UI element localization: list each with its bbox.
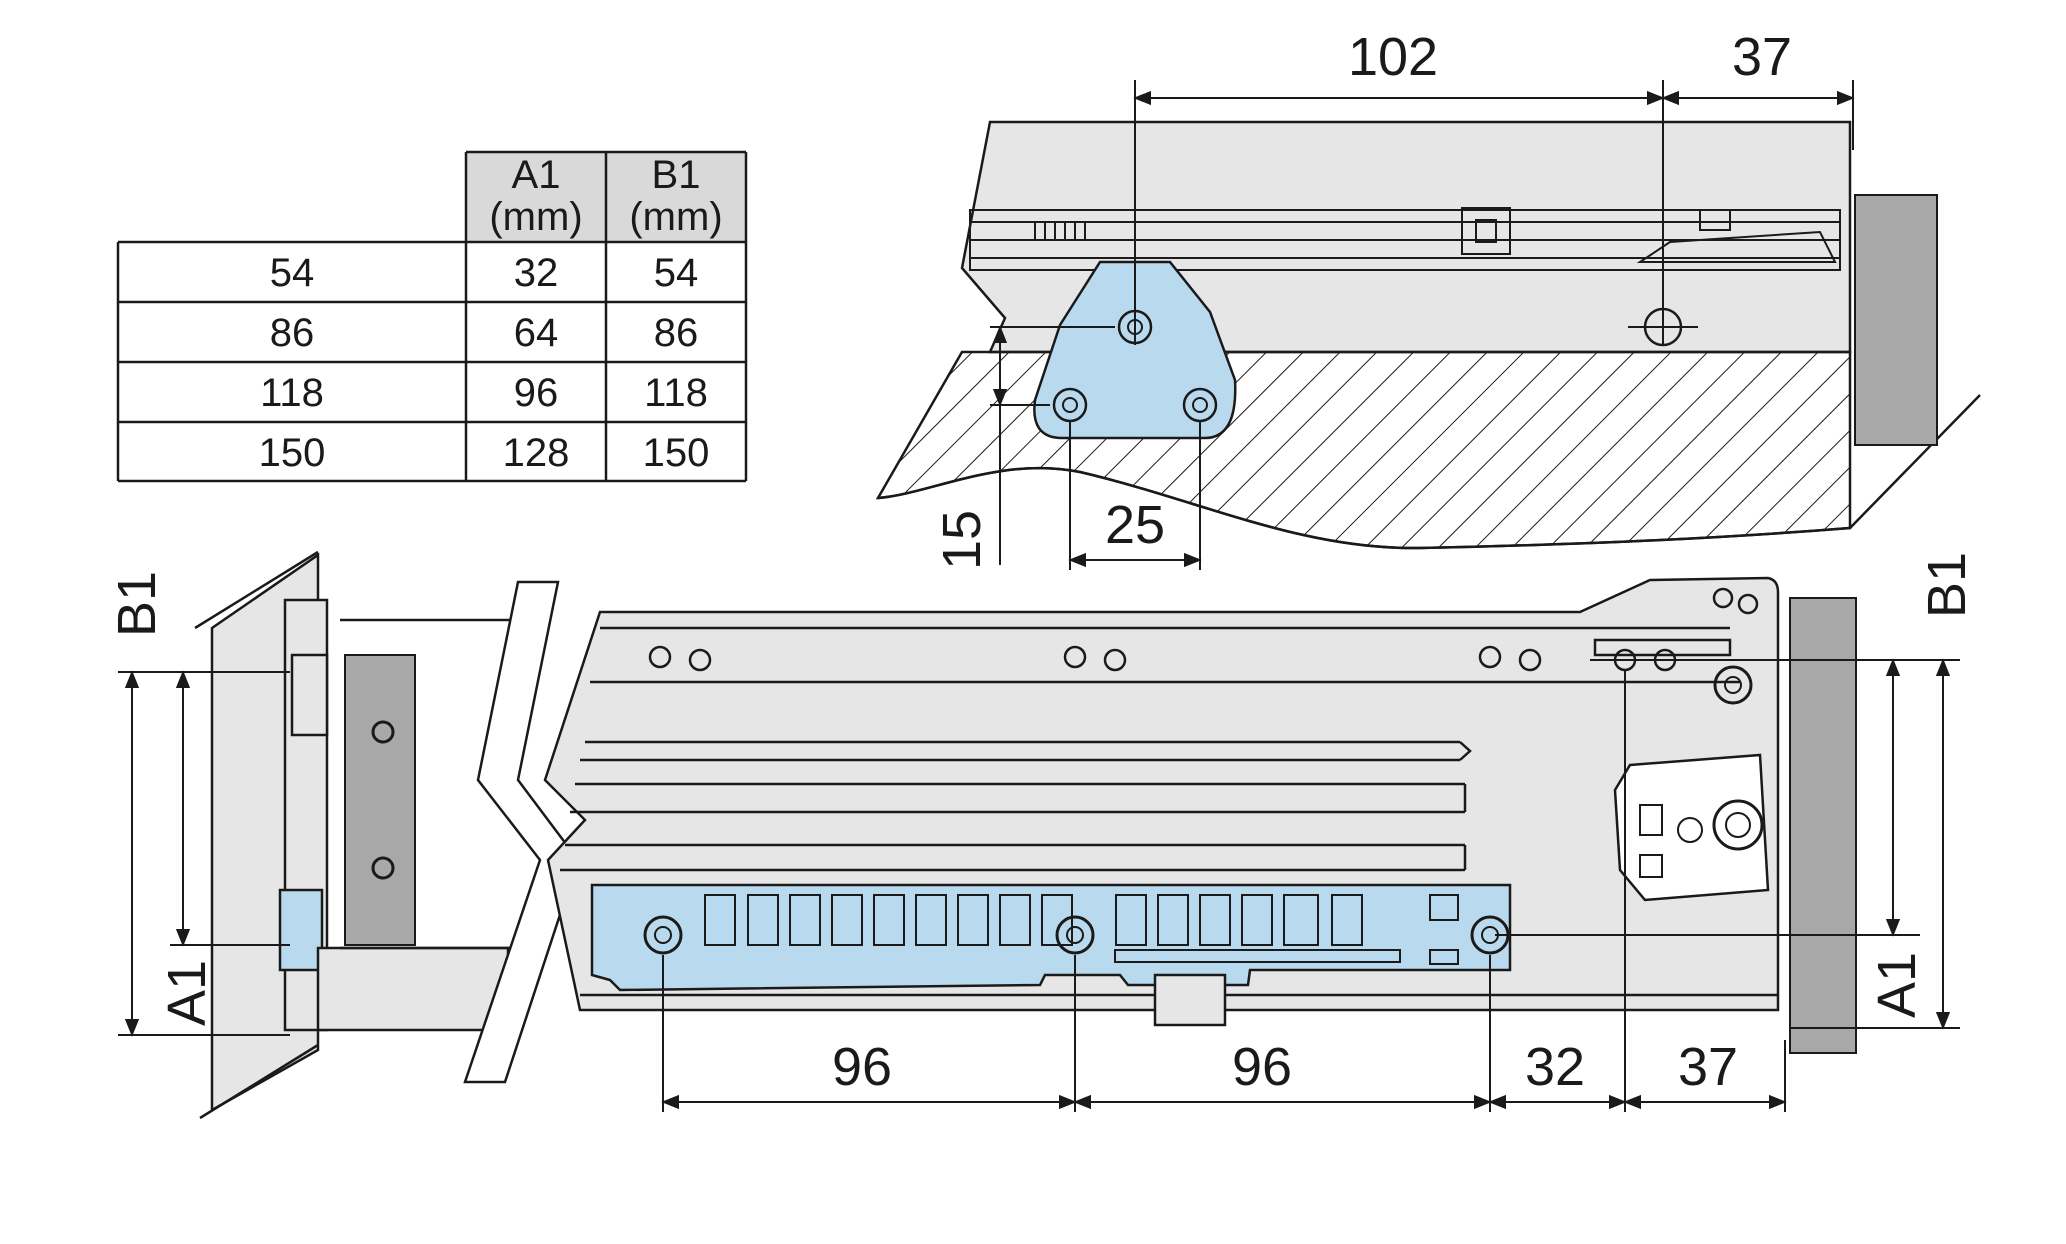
- table-header-bg-a1: [466, 152, 606, 242]
- spec-table: A1 (mm) B1 (mm) 54 32 54 86 64 86 118 96…: [116, 150, 748, 483]
- dim-front-offset-side: 37: [1678, 1037, 1738, 1097]
- table-cell-b1: 118: [644, 371, 708, 415]
- top-cabinet-edge: [877, 394, 1981, 550]
- table-cell-a1: 32: [514, 251, 559, 295]
- top-blue-bracket: [1033, 260, 1237, 440]
- label-a1-right: A1: [1867, 952, 1927, 1018]
- side-view: B1 A1 B1 A1 96 96 32 37: [107, 550, 1977, 1120]
- dim-hole-pitch-2: 96: [1232, 1037, 1292, 1097]
- top-front-wall: [1854, 194, 1938, 446]
- label-b1-left: B1: [107, 571, 167, 637]
- side-dimension-lines: [118, 658, 1960, 1112]
- side-break-line: [463, 580, 580, 1084]
- table-header-a1-unit: (mm): [489, 195, 582, 239]
- table-cell-size: 150: [259, 431, 326, 475]
- side-locking-device: [1613, 753, 1770, 902]
- table-header-bg-b1: [606, 152, 746, 242]
- side-front-wall: [1789, 597, 1857, 1054]
- dim-bracket-height: 15: [932, 510, 992, 570]
- table-cell-b1: 150: [643, 431, 710, 475]
- label-a1-left: A1: [157, 960, 217, 1026]
- dim-front-offset: 37: [1732, 27, 1792, 87]
- table-header-b1: B1: [652, 153, 701, 197]
- top-dimension-lines: [990, 80, 1855, 570]
- table-cell-b1: 54: [654, 251, 699, 295]
- label-b1-right: B1: [1917, 552, 1977, 618]
- side-blue-bracket: [590, 883, 1512, 992]
- table-header-a1: A1: [512, 153, 561, 197]
- dim-hole-spacing: 102: [1348, 27, 1438, 87]
- table-cell-a1: 64: [514, 311, 559, 355]
- dim-hole-pitch-1: 96: [832, 1037, 892, 1097]
- table-cell-size: 118: [260, 371, 324, 415]
- table-header-b1-unit: (mm): [629, 195, 722, 239]
- side-bracket-slots: [704, 894, 1459, 965]
- table-cell-size: 54: [270, 251, 315, 295]
- dim-hole-offset: 32: [1525, 1037, 1585, 1097]
- table-cell-size: 86: [270, 311, 315, 355]
- side-rear-plate: [344, 654, 416, 946]
- table-cell-a1: 96: [514, 371, 559, 415]
- table-grid: [116, 150, 748, 483]
- dim-bracket-width: 25: [1105, 495, 1165, 555]
- table-cell-a1: 128: [503, 431, 570, 475]
- top-cabinet-hatch: [875, 350, 1852, 550]
- table-cell-b1: 86: [654, 311, 699, 355]
- top-runner-rail: [969, 207, 1841, 271]
- top-view: 102 37 25 15: [875, 27, 1981, 570]
